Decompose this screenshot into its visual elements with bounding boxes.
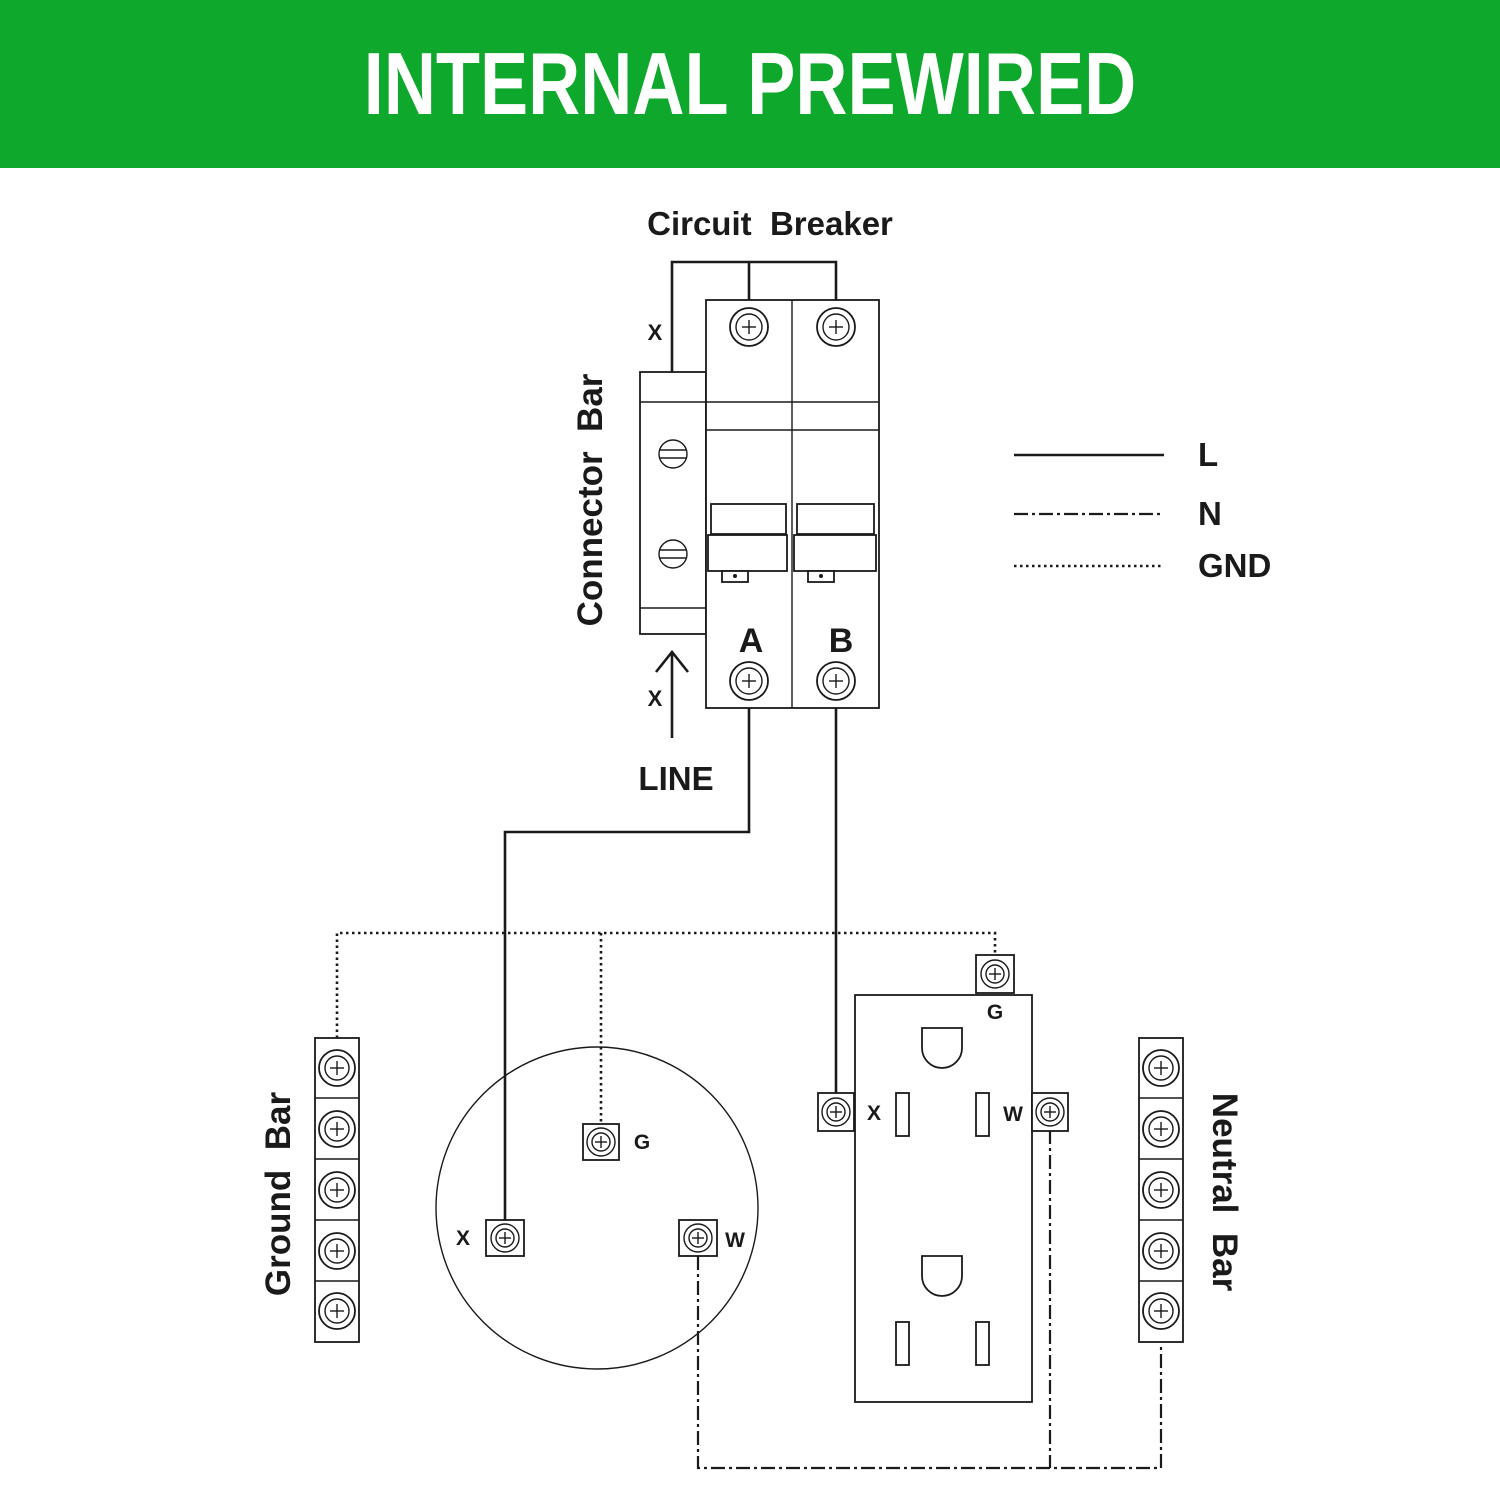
connector-bar-label: Connector Bar [571, 373, 610, 626]
receptacle-x-label: X [456, 1227, 470, 1250]
circuit-breaker-label: Circuit Breaker [647, 205, 893, 242]
x-line-label: X [648, 686, 663, 711]
x-top-label: X [648, 320, 663, 345]
pole-a-label: A [739, 622, 764, 660]
screw-icon [1142, 1232, 1180, 1270]
screw-icon [729, 307, 769, 347]
outlet-w-label: W [1003, 1103, 1023, 1126]
receptacle-g-terminal [582, 1123, 620, 1161]
screw-icon [1142, 1171, 1180, 1209]
wire-top-loop [670, 260, 838, 372]
outlet-slot [895, 1321, 910, 1366]
outlet-x-terminal [817, 1092, 855, 1132]
breaker-toggle-a[interactable] [707, 503, 788, 583]
neutral-bar [1138, 1037, 1184, 1343]
screw-icon [318, 1171, 356, 1209]
ground-bar-label: Ground Bar [259, 1092, 298, 1297]
outlet-x-label: X [867, 1102, 881, 1125]
ground-bar [314, 1037, 360, 1343]
receptacle-w-terminal [678, 1219, 718, 1257]
legend-label-n: N [1198, 495, 1222, 532]
screw-icon [318, 1292, 356, 1330]
ground-wires [335, 931, 997, 1124]
screw-icon [816, 661, 856, 701]
header-banner: INTERNAL PREWIRED [0, 0, 1500, 168]
outlet-g-terminal [975, 954, 1015, 994]
line-arrow-icon [654, 649, 690, 738]
page-title: INTERNAL PREWIRED [363, 34, 1137, 133]
screw-icon [318, 1049, 356, 1087]
duplex-outlet [817, 954, 1069, 1403]
neutral-bar-label: Neutral Bar [1205, 1093, 1244, 1292]
receptacle-w-label: W [725, 1229, 745, 1252]
screw-icon [816, 307, 856, 347]
screw-icon [318, 1232, 356, 1270]
round-receptacle [435, 1046, 759, 1370]
receptacle-x-terminal [485, 1219, 525, 1257]
receptacle-g-label: G [634, 1131, 650, 1154]
outlet-ground-hole [921, 1027, 963, 1069]
outlet-ground-hole [921, 1255, 963, 1297]
outlet-slot [975, 1321, 990, 1366]
wire-ground-main [335, 931, 997, 1038]
screw-icon [729, 661, 769, 701]
connector-bar [639, 371, 707, 635]
breaker-toggle-b[interactable] [793, 503, 877, 583]
screw-icon [1142, 1049, 1180, 1087]
neutral-wires [696, 1130, 1163, 1470]
wire-a-to-receptacle-x [503, 708, 751, 1222]
screw-icon [1142, 1110, 1180, 1148]
outlet-slot [895, 1092, 910, 1137]
wire-neutral-main [696, 1256, 1163, 1470]
pole-b-label: B [829, 622, 854, 660]
outlet-slot [975, 1092, 990, 1137]
legend: L N GND [1014, 436, 1271, 584]
circuit-breaker [639, 299, 880, 709]
line-label: LINE [638, 760, 713, 797]
outlet-g-label: G [987, 1001, 1003, 1024]
screw-icon [318, 1110, 356, 1148]
line-wires [503, 260, 838, 1222]
legend-label-gnd: GND [1198, 547, 1271, 584]
outlet-w-terminal [1031, 1092, 1069, 1132]
screw-icon [1142, 1292, 1180, 1330]
legend-label-l: L [1198, 436, 1218, 473]
